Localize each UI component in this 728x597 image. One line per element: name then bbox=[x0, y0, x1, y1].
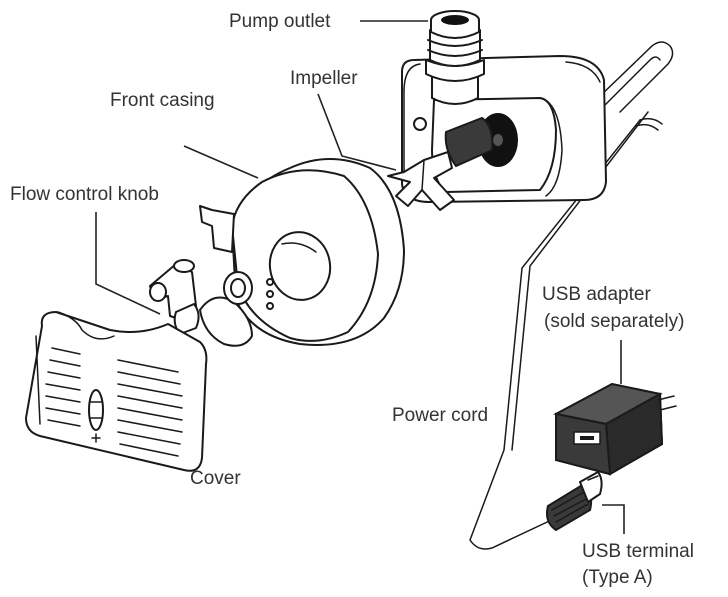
power-cord bbox=[469, 41, 674, 550]
cover bbox=[25, 311, 208, 472]
usb-adapter bbox=[553, 382, 677, 476]
label-usb-adapter-line2: (sold separately) bbox=[544, 311, 684, 332]
label-front-casing: Front casing bbox=[110, 90, 215, 111]
label-cover: Cover bbox=[190, 468, 241, 489]
leader-flow-control-knob bbox=[95, 212, 161, 315]
label-usb-adapter-line1: USB adapter bbox=[542, 284, 651, 305]
leader-usb-terminal bbox=[602, 504, 625, 534]
leader-lines bbox=[95, 20, 625, 534]
label-impeller: Impeller bbox=[290, 68, 358, 89]
label-power-cord: Power cord bbox=[392, 405, 488, 426]
leader-impeller bbox=[317, 93, 397, 171]
leader-front-casing bbox=[183, 145, 259, 179]
label-usb-terminal-line2: (Type A) bbox=[582, 567, 653, 588]
label-usb-terminal-line1: USB terminal bbox=[582, 541, 694, 562]
impeller bbox=[387, 151, 455, 211]
label-flow-control-knob: Flow control knob bbox=[10, 184, 159, 205]
label-pump-outlet: Pump outlet bbox=[229, 11, 331, 32]
front-casing bbox=[199, 158, 405, 346]
labels: Pump outlet Impeller Front casing Flow c… bbox=[10, 11, 694, 588]
usb-terminal bbox=[546, 471, 603, 532]
pump-body bbox=[401, 10, 607, 203]
flow-control-knob bbox=[149, 259, 253, 347]
